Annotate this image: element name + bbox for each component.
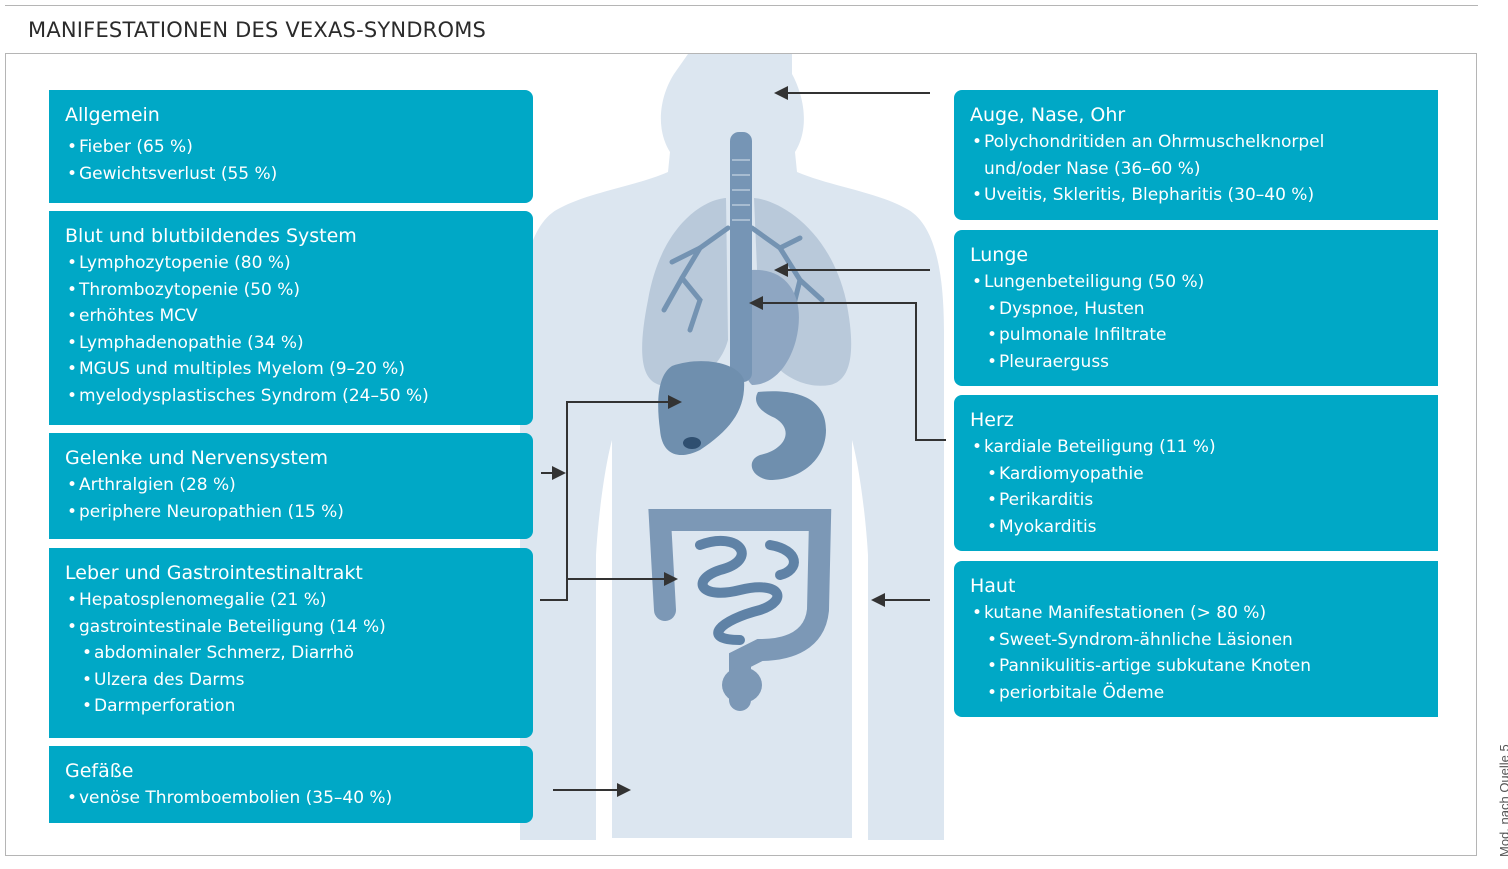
list-item: Arthralgien (28 %) — [65, 472, 517, 499]
list-item: Myokarditis — [985, 514, 1422, 541]
list-item: Uveitis, Skleritis, Blepharitis (30–40 %… — [970, 182, 1422, 209]
list-item: MGUS und multiples Myelom (9–20 %) — [65, 356, 517, 383]
list-item: venöse Thromboembolien (35–40 %) — [65, 785, 517, 812]
list-item: Perikarditis — [985, 487, 1422, 514]
page-title: MANIFESTATIONEN DES VEXAS-SYNDROMS — [28, 18, 487, 42]
list-item: pulmonale Infiltrate — [985, 322, 1422, 349]
list-item: abdominaler Schmerz, Diarrhö — [80, 640, 517, 667]
box-gelenke: Gelenke und Nervensystem Arthralgien (28… — [49, 433, 533, 539]
figure-frame — [5, 53, 1477, 856]
list-item: Pleuraerguss — [985, 349, 1422, 376]
gallbladder — [683, 437, 701, 449]
large-intestine — [648, 509, 832, 711]
list-item: kutane Manifestationen (> 80 %) — [970, 600, 1422, 627]
list-item: Lungenbeteiligung (50 %) — [970, 269, 1422, 296]
box-title: Gelenke und Nervensystem — [65, 447, 329, 469]
list-item: kardiale Beteiligung (11 %) — [970, 434, 1422, 461]
small-intestine — [695, 535, 799, 645]
list-item: periphere Neuropathien (15 %) — [65, 499, 517, 526]
stomach — [751, 391, 826, 480]
list-item: Darmperforation — [80, 693, 517, 720]
list-item: Fieber (65 %) — [65, 134, 517, 161]
list-item: erhöhtes MCV — [65, 303, 517, 330]
list-item: gastrointestinale Beteiligung (14 %) — [65, 614, 517, 641]
box-title: Haut — [970, 575, 1016, 597]
liver — [658, 361, 745, 456]
list-item: Hepatosplenomegalie (21 %) — [65, 587, 517, 614]
list-item: Polychondritiden an Ohrmuschelknorpel un… — [970, 129, 1422, 182]
box-title: Allgemein — [65, 104, 160, 126]
box-title: Blut und blutbildendes System — [65, 225, 357, 247]
box-title: Lunge — [970, 244, 1029, 266]
list-item: Lymphadenopathie (34 %) — [65, 330, 517, 357]
box-haut: Haut kutane Manifestationen (> 80 %) Swe… — [954, 561, 1438, 717]
list-item: Sweet-Syndrom-ähnliche Läsionen — [985, 627, 1422, 654]
box-title: Auge, Nase, Ohr — [970, 104, 1126, 126]
top-rule — [5, 5, 1478, 6]
box-herz: Herz kardiale Beteiligung (11 %) Kardiom… — [954, 395, 1438, 551]
list-item: Ulzera des Darms — [80, 667, 517, 694]
source-note: Mod. nach Quelle 5 — [1497, 744, 1508, 857]
list-item: Dyspnoe, Husten — [985, 296, 1422, 323]
box-allgemein: Allgemein Fieber (65 %) Gewichtsverlust … — [49, 90, 533, 203]
connector-arrows — [540, 86, 946, 797]
box-title: Leber und Gastrointestinaltrakt — [65, 562, 363, 584]
bladder — [722, 667, 762, 703]
list-item: Thrombozytopenie (50 %) — [65, 277, 517, 304]
trachea — [730, 132, 752, 382]
box-title: Herz — [970, 409, 1014, 431]
box-blut: Blut und blutbildendes System Lymphozyto… — [49, 211, 533, 425]
box-title: Gefäße — [65, 760, 134, 782]
box-lunge: Lunge Lungenbeteiligung (50 %) Dyspnoe, … — [954, 230, 1438, 386]
list-item: periorbitale Ödeme — [985, 680, 1422, 707]
list-item: myelodysplastisches Syndrom (24–50 %) — [65, 383, 517, 410]
box-gefaesse: Gefäße venöse Thromboembolien (35–40 %) — [49, 746, 533, 823]
list-item: Kardiomyopathie — [985, 461, 1422, 488]
box-leber: Leber und Gastrointestinaltrakt Hepatosp… — [49, 548, 533, 738]
list-item: Gewichtsverlust (55 %) — [65, 161, 517, 188]
body-silhouette — [520, 54, 944, 840]
list-item: Lymphozytopenie (80 %) — [65, 250, 517, 277]
box-auge-nase-ohr: Auge, Nase, Ohr Polychondritiden an Ohrm… — [954, 90, 1438, 220]
list-item: Pannikulitis-artige subkutane Knoten — [985, 653, 1422, 680]
